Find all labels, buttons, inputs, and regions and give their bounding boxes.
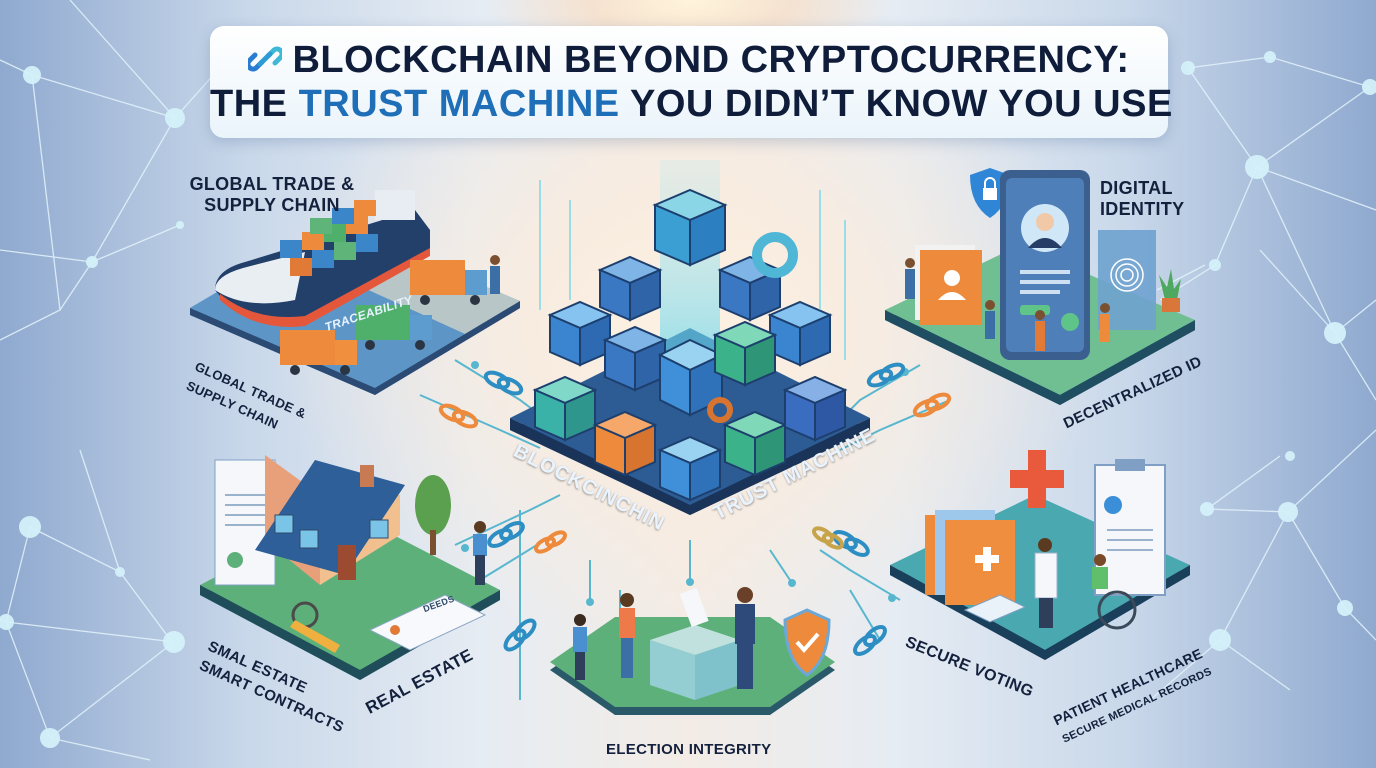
title-line-2: THE TRUST MACHINE YOU DIDN’T KNOW YOU US… <box>210 82 1172 126</box>
wheelchair-icon <box>1092 554 1137 630</box>
gear-icon <box>752 232 798 278</box>
title-prefix: THE <box>210 83 299 125</box>
title-suffix: YOU DIDN’T KNOW YOU USE <box>619 83 1173 125</box>
data-beam-icon <box>539 180 846 360</box>
plant-icon <box>1159 269 1181 312</box>
voter-icon <box>573 614 587 680</box>
title-text-line-1: BLOCKCHAIN BEYOND CRYPTOCURRENCY: <box>292 39 1130 81</box>
election-integrity-label: ELECTION INTEGRITY <box>606 741 772 758</box>
chain-link-icon <box>248 46 283 72</box>
blockchain-cubes-icon <box>532 188 848 502</box>
ballot-box-icon <box>650 587 740 700</box>
gear-icon <box>707 397 733 423</box>
supply-chain-platform <box>190 190 520 395</box>
election-platform <box>550 587 835 715</box>
id-folder-icon <box>915 245 982 325</box>
supply-chain-title: GLOBAL TRADE & SUPPLY CHAIN <box>189 174 355 215</box>
card-stack-icon <box>963 594 1027 623</box>
title-banner: BLOCKCHAIN BEYOND CRYPTOCURRENCY: THE TR… <box>210 26 1172 138</box>
title-accent-trust-machine: TRUST MACHINE <box>298 83 620 125</box>
smartphone-id-icon <box>1000 170 1090 360</box>
truck-icon <box>280 260 487 375</box>
shield-check-icon <box>783 608 831 677</box>
digital-identity-platform <box>885 168 1195 405</box>
healthcare-platform <box>890 450 1190 660</box>
medical-cross-icon <box>1010 450 1064 508</box>
person-icon <box>473 521 487 585</box>
key-icon <box>290 601 340 653</box>
real-estate-platform <box>200 455 500 680</box>
official-icon <box>735 587 755 689</box>
people-icon <box>905 258 1110 351</box>
fingerprint-icon <box>1098 230 1156 330</box>
digital-identity-title: DIGITAL IDENTITY <box>1100 178 1185 219</box>
blockchain-trust-machine <box>510 160 870 515</box>
house-icon <box>255 455 405 585</box>
cargo-ship-icon <box>215 190 430 327</box>
doctor-icon <box>1034 538 1058 628</box>
voter-icon <box>619 593 635 678</box>
tree-icon <box>415 475 451 555</box>
deed-document-icon <box>368 594 487 651</box>
medical-folder-icon <box>925 510 1015 605</box>
worker-icon <box>490 255 500 294</box>
title-line-1: BLOCKCHAIN BEYOND CRYPTOCURRENCY: <box>210 38 1168 82</box>
